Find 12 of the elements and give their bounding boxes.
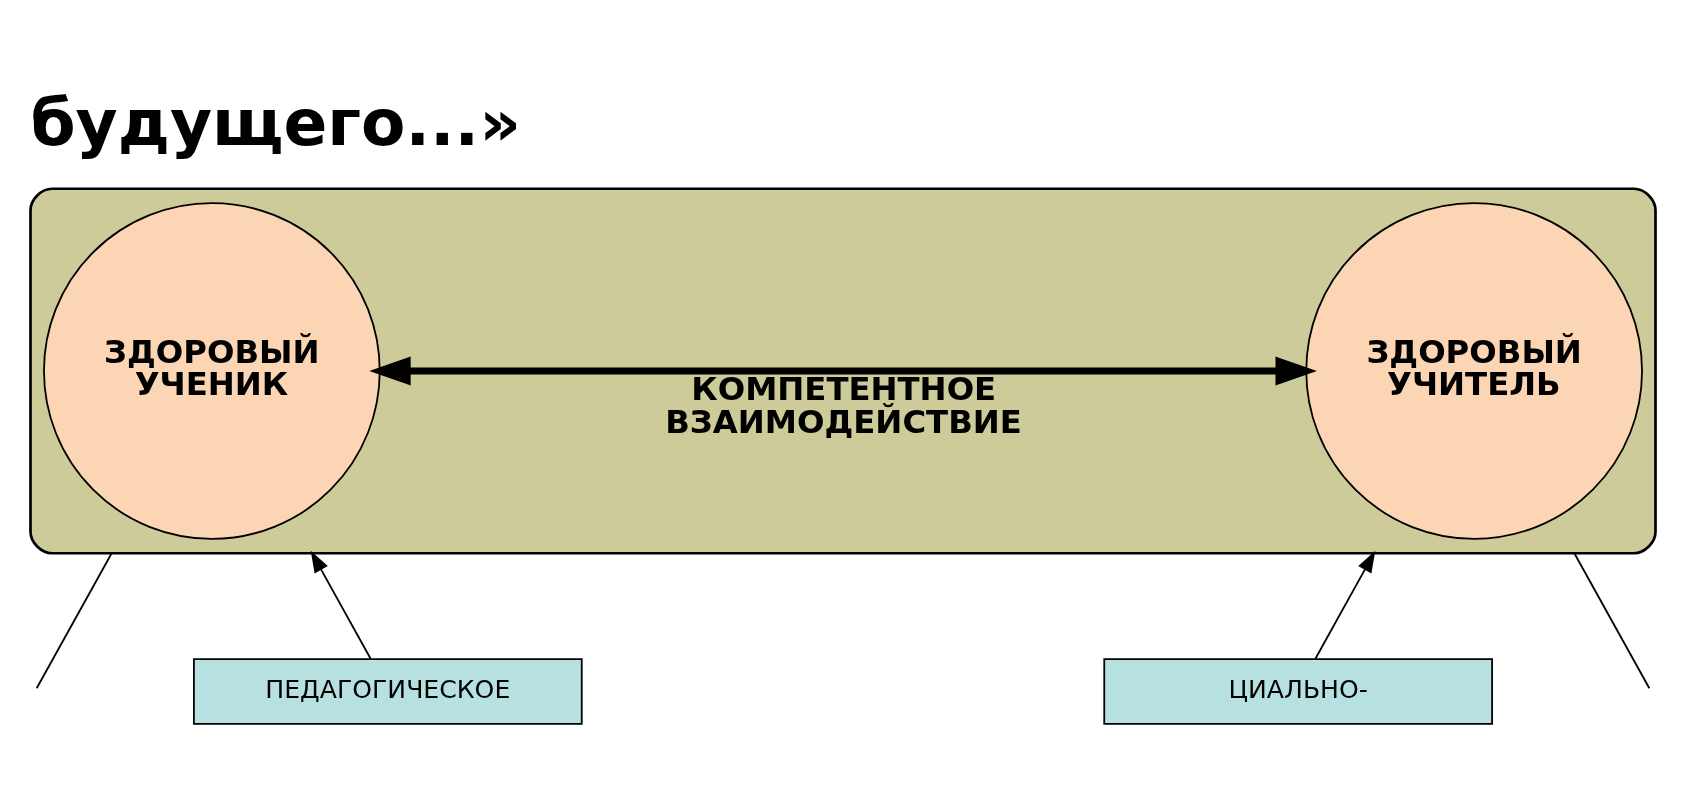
cluster — [29, 187, 1657, 555]
node-box: ПЕДАГОГИЧЕСКОЕ — [193, 658, 583, 725]
connector — [35, 552, 113, 690]
node-box: ЦИАЛЬНО- — [1103, 658, 1493, 725]
edge-label: КОМПЕТЕНТНОЕ ВЗАИМОДЕЙСТВИЕ — [665, 370, 1022, 441]
node-circle: ЗДОРОВЫЙ УЧИТЕЛЬ — [1305, 202, 1643, 540]
arrow — [1314, 550, 1376, 660]
node-circle: ЗДОРОВЫЙ УЧЕНИК — [43, 202, 381, 540]
arrow — [369, 356, 1317, 386]
arrow — [310, 550, 372, 660]
diagram-title: будущего...» — [30, 85, 521, 161]
connector — [1573, 552, 1651, 690]
